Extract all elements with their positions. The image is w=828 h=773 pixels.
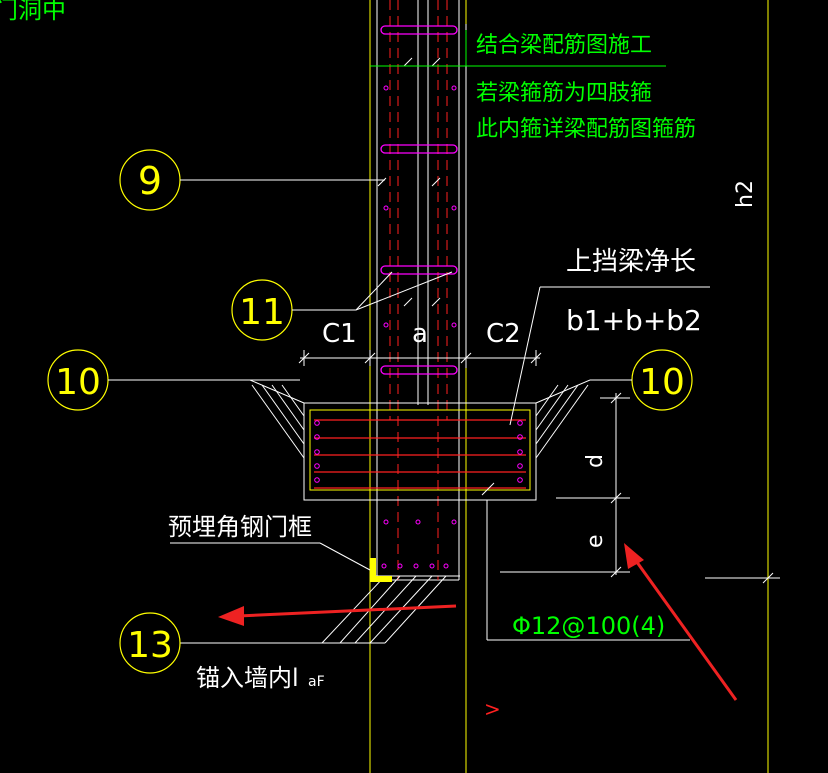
lintel-rebar-dots <box>314 420 523 483</box>
callout-13-label: 13 <box>127 625 173 666</box>
anchor-label-main: 锚入墙内l <box>196 664 299 692</box>
angle-steel-leader <box>319 542 371 571</box>
lintel-haunch-hatch <box>251 384 589 459</box>
stirrup-leader <box>481 482 495 640</box>
column-stirrup-dots <box>383 85 457 525</box>
dimension-h2-label: h2 <box>733 180 758 208</box>
dimension-line-h2 <box>705 572 780 584</box>
anchor-dots <box>381 563 449 569</box>
dim-a-label: a <box>412 319 428 349</box>
lintel-clear-length-label: 上挡梁净长 <box>566 247 696 277</box>
lintel-formula-label: b1+b+b2 <box>566 304 702 337</box>
callout-9: 9 <box>119 149 385 211</box>
anchor-label-sub: aF <box>308 674 325 690</box>
dimension-line-d-e <box>500 392 630 578</box>
dimension-line-c1-a-c2 <box>298 350 542 366</box>
column-longitudinal-rebar <box>389 0 448 580</box>
dim-d-label: d <box>583 454 608 468</box>
top-left-fragment: 门洞中 <box>0 0 66 24</box>
callout-13: 13 <box>119 612 181 674</box>
callout-10-left-label: 10 <box>55 362 101 403</box>
note-line-2: 若梁箍筋为四肢箍 <box>476 81 652 106</box>
callout-10-right-label: 10 <box>639 362 685 403</box>
lintel-label-leader <box>509 286 710 426</box>
callout-9-label: 9 <box>138 159 162 203</box>
dim-c1-label: C1 <box>322 319 357 349</box>
annotation-arrow-icon-2 <box>624 543 738 701</box>
annotation-arrow-icon <box>218 604 457 626</box>
note-line-1: 结合梁配筋图施工 <box>476 33 652 58</box>
anchor-hatch <box>180 575 460 644</box>
note-line-3: 此内箍详梁配筋图箍筋 <box>476 117 696 142</box>
callout-11: 11 <box>231 271 453 341</box>
lintel-longitudinal-rebar <box>314 419 526 489</box>
callout-10-right: 10 <box>590 349 693 411</box>
column-tick-marks <box>377 57 441 307</box>
marker-symbol: > <box>484 697 501 721</box>
stirrup-spec-label: Φ12@100(4) <box>512 612 665 640</box>
lintel-inner-outline <box>309 409 531 491</box>
wall-column-outline <box>369 0 769 773</box>
dim-e-label: e <box>583 534 608 548</box>
column-stirrups <box>380 25 458 375</box>
note-leader-lines <box>370 30 666 67</box>
angle-steel-icon <box>370 558 392 582</box>
embedded-frame-label: 预埋角钢门框 <box>168 513 312 541</box>
callout-10-left: 10 <box>47 349 245 411</box>
callout-11-label: 11 <box>239 292 285 333</box>
dim-c2-label: C2 <box>486 319 521 349</box>
